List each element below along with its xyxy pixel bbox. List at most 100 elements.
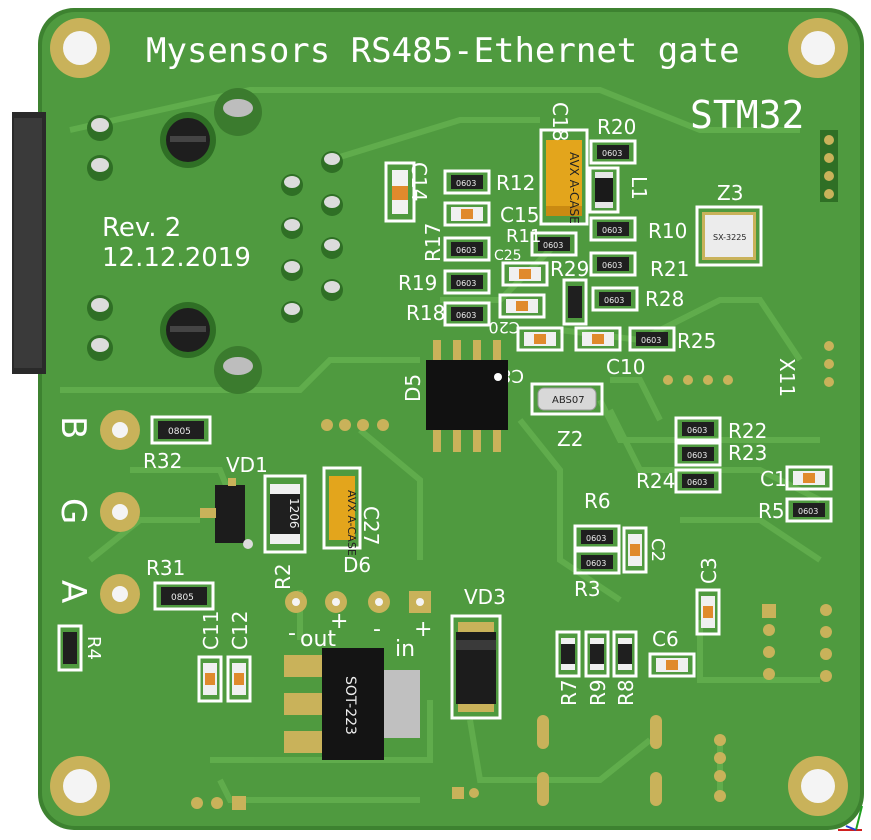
revision-label: Rev. 2 [102, 213, 181, 243]
pkg-z3: SX-3225 [713, 233, 746, 242]
label-c1: C1 [760, 467, 787, 491]
terminals: B G A [53, 410, 140, 614]
date-label: 12.12.2019 [102, 243, 251, 273]
label-r9: R9 [586, 679, 610, 706]
label-vd3: VD3 [464, 585, 506, 609]
svg-text:0603: 0603 [602, 149, 622, 158]
crystal-z3: SX-3225 Z3 [695, 181, 763, 267]
resistors-top: 0603 R12 0603 R20 C15 0603 R17 0603 R11 … [398, 115, 716, 386]
label-r10: R10 [648, 219, 687, 243]
pkg-sot223: SOT-223 [342, 676, 358, 735]
cap-c18-tantalum: AVX A-CASE C18 [539, 102, 589, 226]
resistors-mid: 0603 R6 0603 R3 C2 [573, 489, 668, 601]
svg-text:0603: 0603 [798, 507, 818, 516]
power-pads: R2 - + - + out in [271, 563, 432, 662]
label-c15: C15 [500, 203, 539, 227]
label-c2: C2 [647, 538, 668, 562]
label-c18: C18 [548, 102, 572, 141]
label-plus2: + [414, 617, 432, 642]
resistor-r4: R4 [57, 624, 104, 672]
label-c6: C6 [652, 627, 679, 651]
resistors-right: 0603 R22 0603 R23 0603 R24 C1 0603 R5 [636, 416, 833, 523]
svg-text:0603: 0603 [641, 336, 661, 345]
rj45-pins [87, 88, 343, 394]
label-r5: R5 [758, 499, 785, 523]
mcu-label: STM32 [690, 93, 804, 137]
cap-c6: C6 [648, 627, 696, 678]
axis-triad [838, 805, 863, 831]
label-r19: R19 [398, 271, 437, 295]
ic-d5: D5 [401, 340, 508, 452]
label-x11: X11 [775, 358, 799, 397]
label-l1: L1 [627, 176, 651, 200]
label-minus2: - [373, 617, 381, 642]
svg-text:0603: 0603 [543, 241, 563, 250]
crystal-z2: ABS07 Z2 [530, 382, 604, 451]
label-r25: R25 [677, 329, 716, 353]
label-r20: R20 [597, 115, 636, 139]
label-r24: R24 [636, 469, 675, 493]
label-r22: R22 [728, 419, 767, 443]
svg-text:0603: 0603 [456, 311, 476, 320]
regulator-sot223: SOT-223 [284, 648, 420, 760]
label-d6: D6 [343, 553, 371, 577]
label-r29: R29 [550, 257, 589, 281]
cap-c27-tantalum: AVX A-CASE C27 D6 [322, 466, 383, 577]
label-r11: R11 [506, 226, 541, 247]
svg-text:0603: 0603 [687, 478, 707, 487]
resistors-0805: 0805 R32 0805 R31 [143, 415, 215, 611]
header-x11: X11 [663, 130, 838, 397]
label-r31: R31 [146, 556, 185, 580]
label-r17: R17 [421, 223, 445, 262]
svg-text:0603: 0603 [604, 296, 624, 305]
label-r2: R2 [271, 563, 295, 590]
svg-text:0603: 0603 [602, 226, 622, 235]
label-c27: C27 [359, 506, 383, 545]
svg-text:0603: 0603 [687, 426, 707, 435]
caps-c11-c12: C11 C12 [197, 611, 252, 703]
label-r21: R21 [650, 257, 689, 281]
pkg-c18: AVX A-CASE [567, 152, 581, 224]
pkg-z2: ABS07 [552, 395, 585, 406]
svg-text:0603: 0603 [586, 534, 606, 543]
label-d5: D5 [401, 374, 425, 402]
mounting-holes [50, 18, 848, 816]
diode-vd1: VD1 1206 [200, 453, 307, 554]
label-c10: C10 [606, 355, 645, 379]
svg-text:0603: 0603 [456, 246, 476, 255]
label-c14: C14 [407, 162, 431, 201]
board-title: Mysensors RS485-Ethernet gate [146, 31, 740, 71]
label-c3: C3 [697, 557, 721, 584]
svg-text:0805: 0805 [171, 593, 194, 603]
rj45-housing-face [14, 118, 42, 368]
svg-text:0603: 0603 [456, 179, 476, 188]
label-plus1: + [330, 609, 348, 634]
pkg-r1206: 1206 [287, 498, 301, 529]
label-r32: R32 [143, 449, 182, 473]
label-c25: C25 [494, 248, 522, 264]
svg-text:0603: 0603 [687, 451, 707, 460]
label-r18: R18 [406, 301, 445, 325]
label-z3: Z3 [717, 181, 743, 205]
label-c11: C11 [199, 611, 223, 650]
cap-c3: C3 [695, 557, 721, 636]
label-r23: R23 [728, 441, 767, 465]
label-minus1: - [288, 621, 296, 646]
resistors-r7-r9-r8: R7 R9 R8 [555, 630, 638, 706]
label-r3: R3 [574, 577, 601, 601]
label-in: in [395, 637, 415, 662]
svg-text:0603: 0603 [456, 279, 476, 288]
label-c12: C12 [228, 611, 252, 650]
svg-text:0603: 0603 [602, 261, 622, 270]
misc-pads [191, 419, 832, 810]
svg-text:0603: 0603 [586, 559, 606, 568]
terminal-b-label: B [53, 416, 93, 439]
label-vd1: VD1 [226, 453, 268, 477]
label-r6: R6 [584, 489, 611, 513]
label-z2: Z2 [557, 427, 583, 451]
label-c20: C20 [488, 318, 520, 337]
inductor-l1: L1 [588, 166, 651, 214]
label-r8: R8 [614, 679, 638, 706]
